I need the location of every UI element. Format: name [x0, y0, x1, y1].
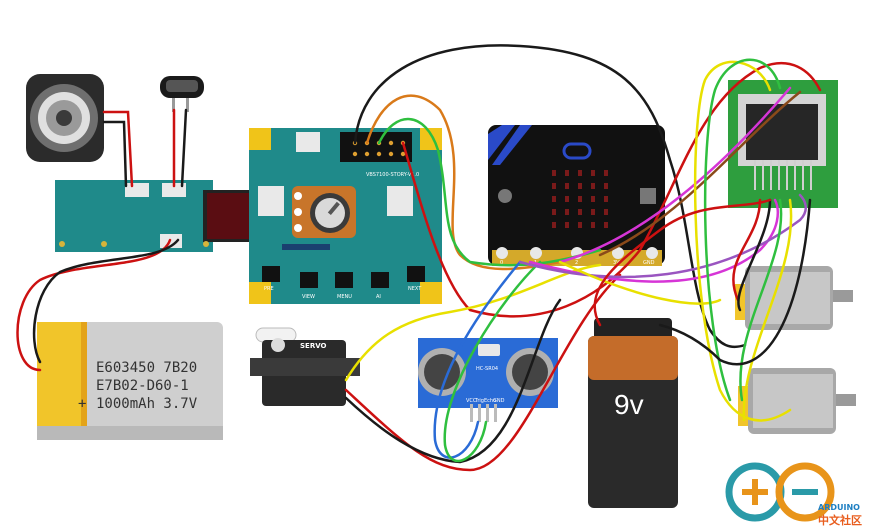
wire-controller-orange	[365, 94, 562, 271]
button-label-pre: PRE	[264, 286, 274, 292]
potentiometer	[292, 186, 356, 238]
wire-9v-red	[593, 198, 772, 327]
wire-driver-motor-red-1	[732, 198, 762, 302]
dc-motor-bottom	[738, 368, 856, 434]
wire-servo-black	[344, 298, 562, 464]
logo-cn-text: 中文社区	[818, 513, 862, 527]
arduino-cn-logo: ARDUINO 中文社区	[725, 462, 862, 527]
button-label-next: NEXT	[408, 286, 422, 292]
ultrasonic-pin-labels: VCC Trig Echo GND	[466, 398, 505, 404]
lipo-label-line2: E7B02-D60-1	[96, 378, 189, 394]
wire-speaker-black	[102, 120, 128, 188]
wire-servo-yellow	[344, 263, 602, 382]
servo-label: SERVO	[300, 342, 327, 350]
wire-lipo-red	[16, 238, 172, 372]
wire-lipo-black	[32, 238, 180, 364]
wire-ultrasonic-blue	[433, 260, 522, 459]
lipo-battery: E603450 7B20 E7B02-D60-1 1000mAh 3.7V +	[37, 322, 223, 440]
ultrasonic-pin-gnd: GND	[493, 398, 505, 404]
wire-controller-green	[377, 117, 602, 267]
wire-driver-motor-green-2	[739, 198, 783, 402]
led-matrix	[552, 170, 608, 228]
microbit-pin-2: 2	[575, 260, 578, 266]
microbit-board: 0 1 2 3V GND	[488, 125, 665, 266]
wires	[16, 44, 822, 472]
wire-controller-black-long	[353, 44, 747, 349]
button-label-menu: MENU	[337, 294, 352, 300]
wire-9v-black	[658, 198, 812, 366]
wire-speaker-red	[102, 110, 134, 188]
wire-controller-red	[401, 61, 822, 318]
audio-module-board	[55, 180, 259, 252]
microbit-pin-gnd: GND	[643, 260, 655, 266]
battery-9v-label: 9v	[614, 389, 644, 420]
wire-mic-black	[180, 108, 188, 188]
lipo-label-line1: E603450 7B20	[96, 360, 197, 376]
wire-microbit-brown	[598, 90, 802, 257]
logo-text: ARDUINO	[818, 503, 860, 512]
controller-board: VBS7100-STORY-V1.0 PRE VIEW MENU AI NEXT	[249, 128, 442, 304]
speaker	[26, 74, 104, 162]
controller-model-label: VBS7100-STORY-V1.0	[366, 172, 419, 178]
wire-ultrasonic-green	[443, 260, 542, 463]
wire-driver-motor-black-1	[737, 198, 772, 312]
button-label-ai: AI	[376, 294, 381, 300]
servo-motor: SERVO	[250, 327, 360, 406]
ultrasonic-pin-vcc: VCC	[466, 398, 477, 404]
ultrasonic-model: HC-SR04	[476, 366, 498, 372]
button-label-view: VIEW	[302, 294, 315, 300]
lipo-label-line3: 1000mAh 3.7V	[96, 396, 198, 412]
wire-driver-motor-yellow-2	[742, 198, 793, 422]
ultrasonic-pin-echo: Echo	[484, 398, 496, 404]
microbit-pin-0: 0	[500, 260, 503, 266]
lipo-plus-sign: +	[78, 396, 86, 412]
battery-9v: 9v	[588, 318, 678, 508]
wire-servo-red	[344, 273, 622, 472]
microbit-pin-3v: 3V	[613, 260, 620, 266]
microphone	[160, 76, 204, 112]
ultrasonic-pin-trig: Trig	[474, 398, 484, 404]
wire-driver-yellow-loop	[693, 60, 792, 422]
wire-driver-green-loop	[703, 58, 782, 402]
wire-microbit-magenta-2	[558, 86, 792, 264]
